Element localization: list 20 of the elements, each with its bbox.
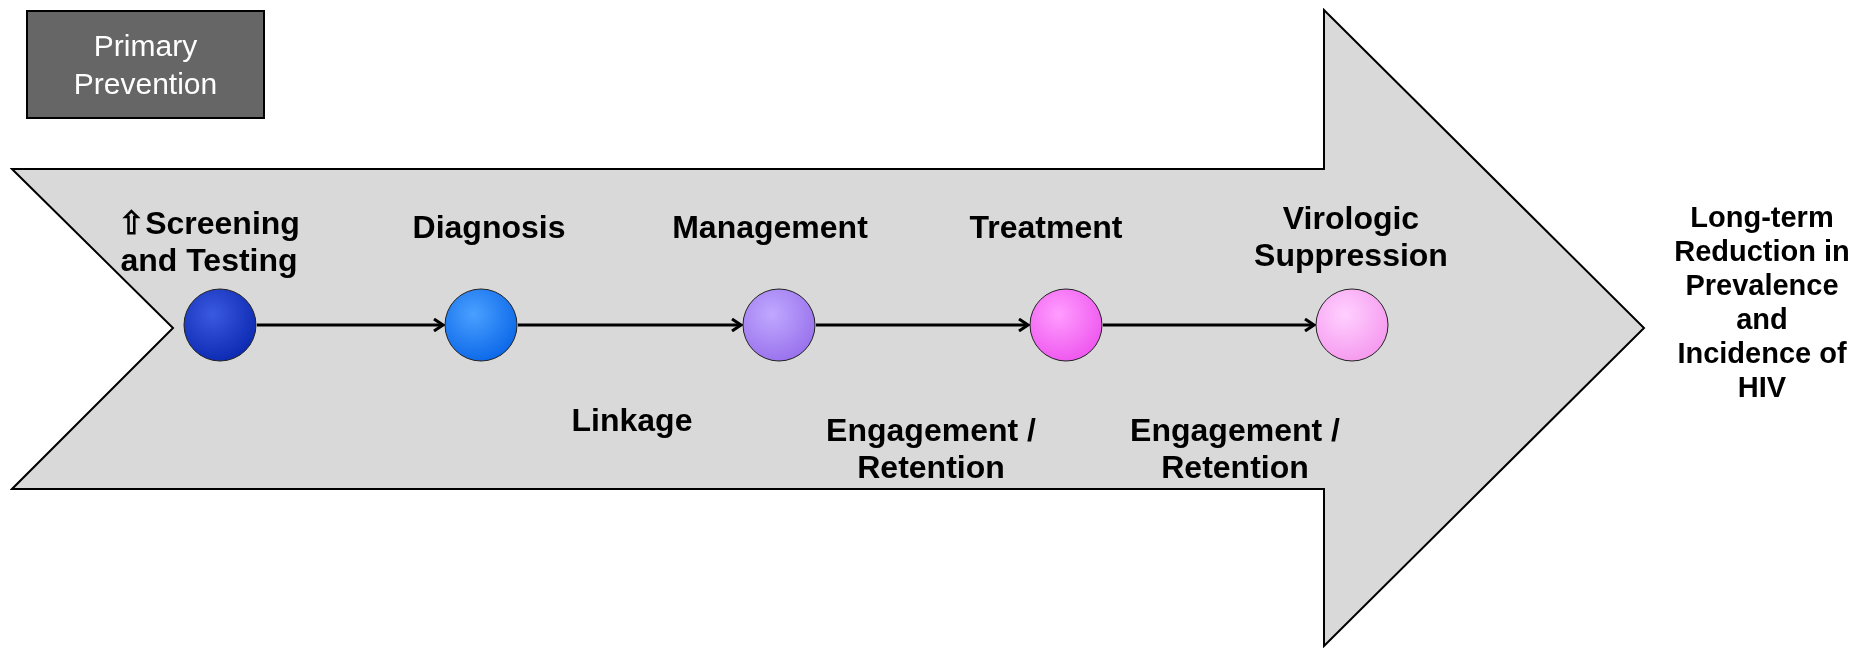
edge-label: Engagement / Retention — [1129, 412, 1341, 486]
edge-label: Engagement / Retention — [825, 412, 1037, 486]
outcome-label: Long-term Reduction in Prevalence and Incidence of HIV — [1673, 200, 1851, 404]
step-heading: ⇧Screening and Testing — [117, 205, 301, 279]
sphere-marker — [742, 288, 816, 362]
sphere-marker — [183, 288, 257, 362]
sphere-marker — [1029, 288, 1103, 362]
arrow — [1103, 317, 1316, 333]
step-heading: Treatment — [968, 209, 1124, 246]
big-arrow — [10, 8, 1646, 648]
step-heading: Management — [671, 209, 869, 246]
prevention-box: Primary Prevention — [26, 10, 265, 119]
sphere-marker — [444, 288, 518, 362]
step-heading: Diagnosis — [411, 209, 567, 246]
arrow — [257, 317, 445, 333]
arrow — [518, 317, 743, 333]
sphere-marker — [1315, 288, 1389, 362]
step-heading: Virologic Suppression — [1253, 200, 1449, 274]
edge-label: Linkage — [570, 402, 694, 439]
arrow — [816, 317, 1030, 333]
